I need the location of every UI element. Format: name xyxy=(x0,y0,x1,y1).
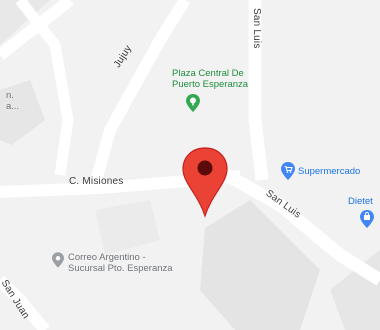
building-block xyxy=(0,0,50,45)
poi-plaza-label[interactable]: Plaza Central De Puerto Esperanza xyxy=(172,68,248,90)
road-jujuy xyxy=(89,0,191,187)
building-block xyxy=(200,200,320,330)
poi-correo-line2: Sucursal Pto. Esperanza xyxy=(68,263,173,274)
road-san-luis-diagonal xyxy=(221,168,380,286)
street-label-c-misiones: C. Misiones xyxy=(69,176,124,187)
poi-correo-line1: Correo Argentino - xyxy=(68,252,146,263)
partial-label-line1: n. xyxy=(6,90,14,101)
building-block xyxy=(0,80,45,145)
road-top-left xyxy=(0,0,74,60)
partial-label-line2: a... xyxy=(6,101,20,112)
pin-icon[interactable] xyxy=(52,252,64,268)
cart-icon[interactable] xyxy=(281,162,295,180)
poi-correo-label[interactable]: Correo Argentino - Sucursal Pto. Esperan… xyxy=(68,252,173,274)
map-marker-icon[interactable] xyxy=(180,146,230,218)
road-left xyxy=(15,0,74,176)
road-san-juan xyxy=(0,275,50,330)
partial-poi-label: n. a... xyxy=(6,90,19,112)
road-san-luis-vertical xyxy=(248,0,269,181)
street-label-san-luis-vertical: San Luis xyxy=(251,8,262,49)
poi-plaza-line1: Plaza Central De xyxy=(172,68,244,79)
tree-icon[interactable] xyxy=(186,94,200,112)
poi-plaza-line2: Puerto Esperanza xyxy=(172,79,249,90)
poi-dietetica-label[interactable]: Dietet xyxy=(348,196,373,207)
building-block xyxy=(95,200,160,255)
shopping-bag-icon[interactable] xyxy=(360,210,374,228)
poi-supermercado-label[interactable]: Supermercado xyxy=(298,166,361,177)
